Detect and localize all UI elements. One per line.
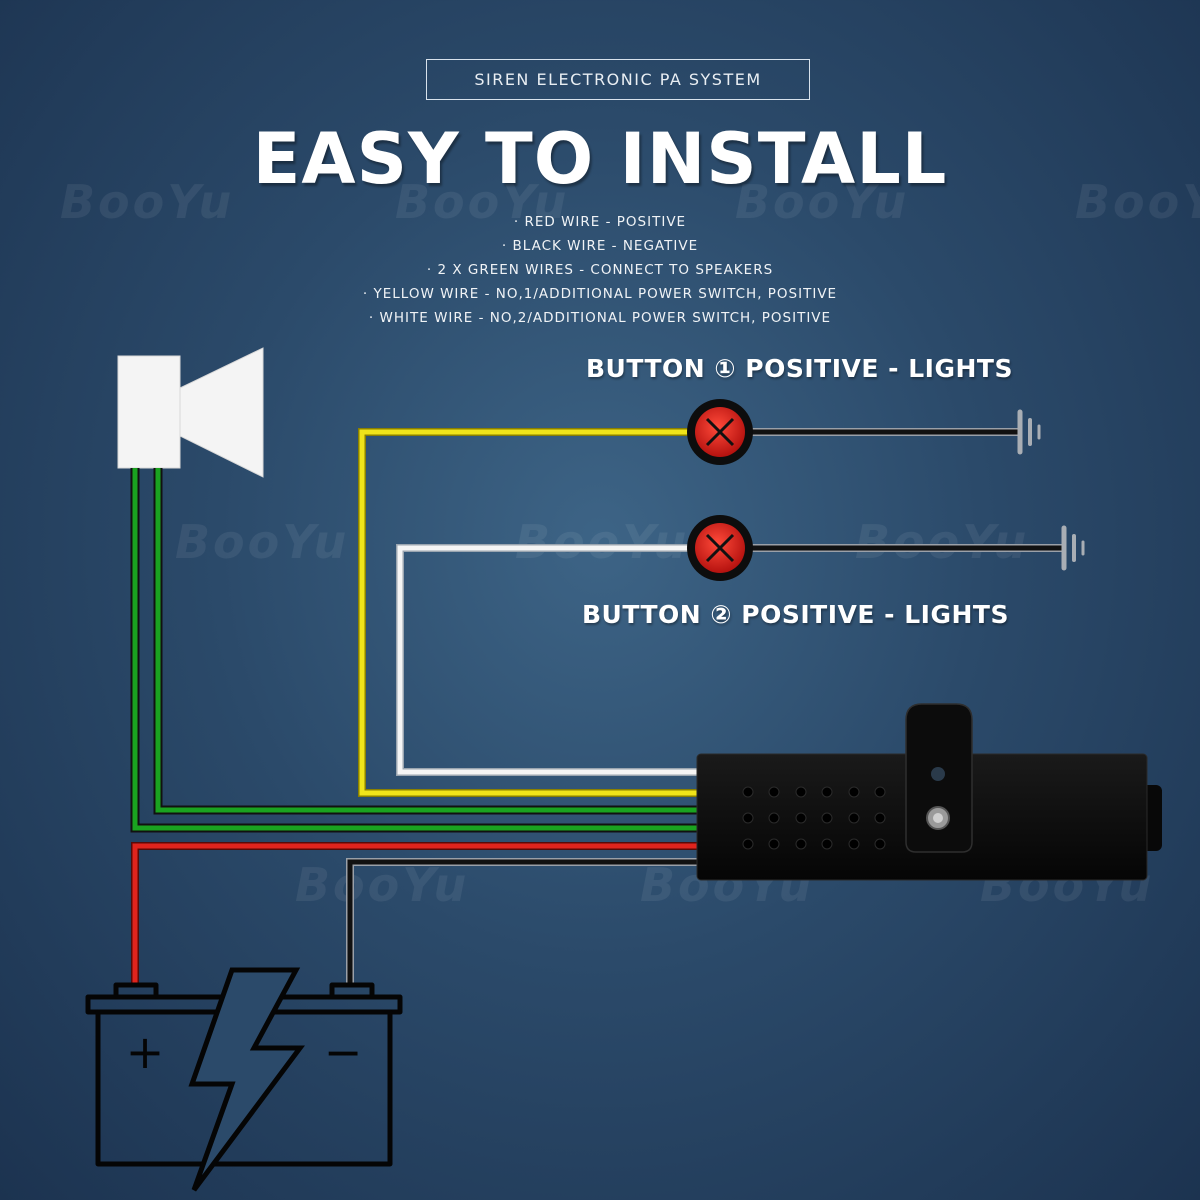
wire-legend: RED WIRE - POSITIVE BLACK WIRE - NEGATIV…	[0, 210, 1200, 330]
lightning-icon	[188, 967, 305, 1192]
white-wire	[396, 544, 700, 776]
page-title: EASY TO INSTALL	[252, 118, 948, 200]
ground-icon	[1061, 525, 1085, 571]
red-wire	[131, 842, 700, 985]
subtitle-box: SIREN ELECTRONIC PA SYSTEM	[426, 59, 810, 100]
legend-item-red-wire: RED WIRE - POSITIVE	[0, 210, 1200, 234]
siren-box-icon	[696, 703, 1162, 881]
legend-item-black-wire: BLACK WIRE - NEGATIVE	[0, 234, 1200, 258]
switch-button-icon	[687, 515, 753, 581]
ground-wires	[740, 428, 1062, 552]
ground-icon	[1017, 409, 1041, 455]
button2-label: BUTTON ② POSITIVE - LIGHTS	[582, 600, 1009, 629]
black-wire	[346, 858, 700, 985]
yellow-wire	[358, 428, 700, 797]
watermark: BooYu	[175, 515, 350, 569]
legend-item-green-wires: 2 X GREEN WIRES - CONNECT TO SPEAKERS	[0, 258, 1200, 282]
legend-item-yellow-wire: YELLOW WIRE - NO,1/ADDITIONAL POWER SWIT…	[0, 282, 1200, 306]
battery-plus-symbol: +	[126, 1025, 165, 1079]
watermark: BooYu	[295, 858, 470, 912]
watermark: BooYu	[515, 515, 690, 569]
speaker-icon	[117, 347, 264, 478]
switch-button-icon	[687, 399, 753, 465]
green-wires	[130, 468, 700, 833]
button1-label: BUTTON ① POSITIVE - LIGHTS	[586, 354, 1013, 383]
legend-item-white-wire: WHITE WIRE - NO,2/ADDITIONAL POWER SWITC…	[0, 306, 1200, 330]
watermark: BooYu	[855, 515, 1030, 569]
battery-minus-symbol: −	[324, 1025, 363, 1079]
